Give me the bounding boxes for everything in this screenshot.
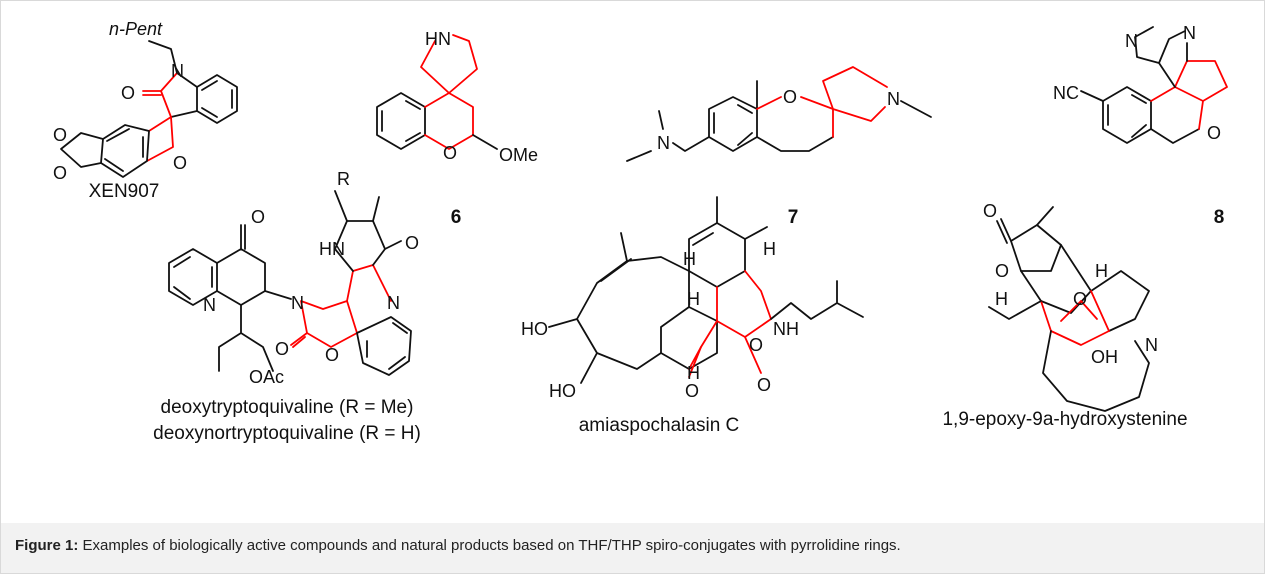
atom-hn: HN	[425, 29, 451, 49]
atom-h: H	[687, 289, 700, 309]
atom-n: N	[887, 89, 900, 109]
atom-n: N	[1183, 23, 1196, 43]
atom-oh: OH	[1091, 347, 1118, 367]
atom-h: H	[995, 289, 1008, 309]
atom-h: H	[763, 239, 776, 259]
atom-oac: OAc	[249, 367, 284, 387]
compound-label: XEN907	[89, 181, 160, 202]
atom-o: O	[121, 83, 135, 103]
atom-o: O	[275, 339, 289, 359]
atom-n: N	[657, 133, 670, 153]
atom-n: N	[1125, 31, 1138, 51]
atom-o: O	[757, 375, 771, 395]
atom-nh: NH	[773, 319, 799, 339]
atom-n: N	[203, 295, 216, 315]
atom-nc: NC	[1053, 83, 1079, 103]
compound-7-structure	[626, 66, 932, 162]
structures-figure: n-Pent N O O O O HN O OMe N O N N N NC O…	[53, 19, 1228, 444]
compound-label: 6	[451, 207, 462, 228]
atom-ho: HO	[549, 381, 576, 401]
compound-label: 8	[1214, 207, 1225, 228]
atom-h: H	[1095, 261, 1108, 281]
compound-label: deoxynortryptoquivaline (R = H)	[153, 423, 421, 444]
atom-h: H	[683, 249, 696, 269]
compound-label: 7	[788, 207, 799, 228]
atom-o: O	[53, 163, 67, 183]
deoxytryptoquivaline-structure	[168, 190, 412, 376]
atom-r: R	[337, 169, 350, 189]
atom-o: O	[405, 233, 419, 253]
xen907-structure	[60, 40, 238, 178]
compound-label: 1,9-epoxy-9a-hydroxystenine	[942, 409, 1187, 430]
figure-caption: Figure 1: Examples of biologically activ…	[15, 537, 901, 554]
atom-pent: n-Pent	[109, 19, 163, 39]
atom-o: O	[685, 381, 699, 401]
compound-labels: XEN907 6 7 8 deoxytryptoquivaline (R = M…	[89, 181, 1225, 444]
atom-h: H	[687, 363, 700, 383]
caption-prefix: Figure 1:	[15, 537, 79, 554]
atom-o: O	[1073, 289, 1087, 309]
compound-8-structure	[1080, 26, 1228, 144]
atom-ho: HO	[521, 319, 548, 339]
atom-o: O	[443, 143, 457, 163]
atom-o: O	[783, 87, 797, 107]
atom-o: O	[173, 153, 187, 173]
atom-n: N	[1145, 335, 1158, 355]
atom-n: N	[387, 293, 400, 313]
caption-area: Figure 1: Examples of biologically activ…	[1, 523, 1264, 573]
atom-o: O	[251, 207, 265, 227]
compound-6-structure	[376, 34, 498, 150]
atom-n: N	[171, 61, 184, 81]
atom-o: O	[1207, 123, 1221, 143]
atom-n: N	[291, 293, 304, 313]
atom-o: O	[983, 201, 997, 221]
atom-ome: OMe	[499, 145, 538, 165]
compound-label: deoxytryptoquivaline (R = Me)	[161, 397, 414, 418]
compound-label: amiaspochalasin C	[579, 415, 740, 436]
atom-o: O	[53, 125, 67, 145]
atom-o: O	[749, 335, 763, 355]
caption-text: Examples of biologically active compound…	[78, 537, 901, 554]
atom-o: O	[995, 261, 1009, 281]
atom-labels: n-Pent N O O O O HN O OMe N O N N N NC O…	[53, 19, 1221, 401]
amiaspochalasin-structure	[548, 196, 864, 384]
atom-hn: HN	[319, 239, 345, 259]
atom-o: O	[325, 345, 339, 365]
stenine-structure	[988, 206, 1150, 412]
